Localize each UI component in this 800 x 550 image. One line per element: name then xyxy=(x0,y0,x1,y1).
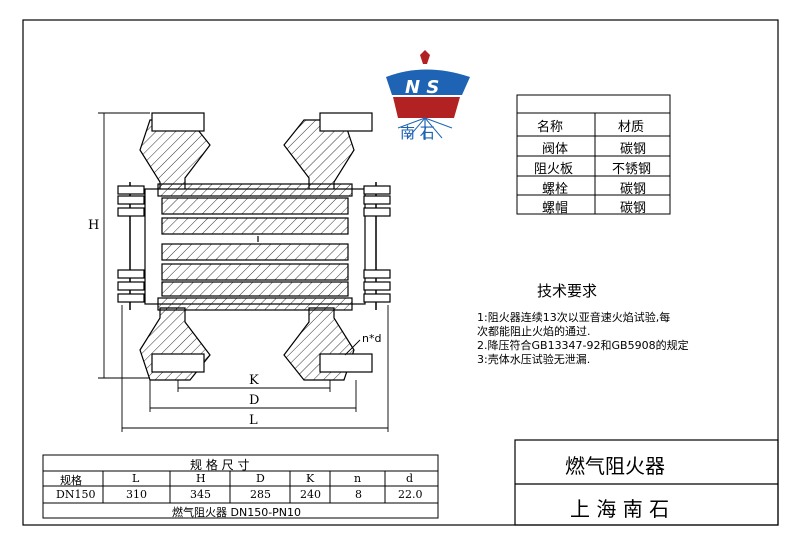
spec-header: 规格 xyxy=(60,474,82,487)
tech-line: 次都能阻止火焰的通过. xyxy=(477,325,591,338)
spec-cell: 8 xyxy=(355,488,362,501)
materials-header-material: 材质 xyxy=(618,120,645,135)
dim-k-label: K xyxy=(249,373,259,388)
product-title: 燃气阻火器 xyxy=(565,454,665,478)
logo xyxy=(386,50,470,140)
dim-d-label: D xyxy=(249,393,260,408)
dimension-lines xyxy=(98,112,389,432)
materials-row-material: 碳钢 xyxy=(620,182,647,197)
title-block-grid xyxy=(514,439,779,526)
materials-row-name: 阻火板 xyxy=(534,162,574,177)
logo-name: 南 石 xyxy=(400,124,435,142)
spec-header: n xyxy=(354,472,362,485)
tech-line: 3:壳体水压试验无泄漏. xyxy=(477,353,591,366)
spec-header: L xyxy=(132,472,140,485)
materials-row-name: 阀体 xyxy=(542,142,569,157)
spec-cell: DN150 xyxy=(56,488,96,501)
spec-header: K xyxy=(306,472,315,485)
dim-h-label: H xyxy=(88,218,100,233)
materials-row-name: 螺栓 xyxy=(542,182,569,197)
spec-header: D xyxy=(256,472,265,485)
spec-title: 规 格 尺 寸 xyxy=(190,458,250,472)
spec-cell: 345 xyxy=(190,488,211,501)
logo-letters: N S xyxy=(405,77,440,98)
materials-row-name: 螺帽 xyxy=(542,201,569,216)
spec-cell: 240 xyxy=(300,488,321,501)
company-name: 上 海 南 石 xyxy=(570,497,670,521)
tech-title: 技术要求 xyxy=(537,282,598,300)
spec-cell: 310 xyxy=(126,488,147,501)
tech-line: 1:阻火器连续13次以亚音速火焰试验,每 xyxy=(477,311,671,324)
spec-cell: 22.0 xyxy=(398,488,423,501)
materials-row-material: 不锈钢 xyxy=(612,162,652,177)
materials-header-name: 名称 xyxy=(537,120,564,135)
spec-table-grid xyxy=(42,454,439,519)
dim-nd-label: n*d xyxy=(362,332,382,345)
flame-arrester-section xyxy=(117,112,391,381)
tech-line: 2.降压符合GB13347-92和GB5908的规定 xyxy=(477,339,689,352)
spec-header: H xyxy=(196,472,206,485)
spec-cell: 285 xyxy=(250,488,271,501)
drawing-border xyxy=(22,19,779,526)
dim-l-label: L xyxy=(249,413,258,428)
materials-row-material: 碳钢 xyxy=(620,201,647,216)
spec-header: d xyxy=(406,472,414,485)
materials-table-grid xyxy=(516,94,671,215)
spec-footer: 燃气阻火器 DN150-PN10 xyxy=(172,506,302,519)
materials-row-material: 碳钢 xyxy=(620,142,647,157)
